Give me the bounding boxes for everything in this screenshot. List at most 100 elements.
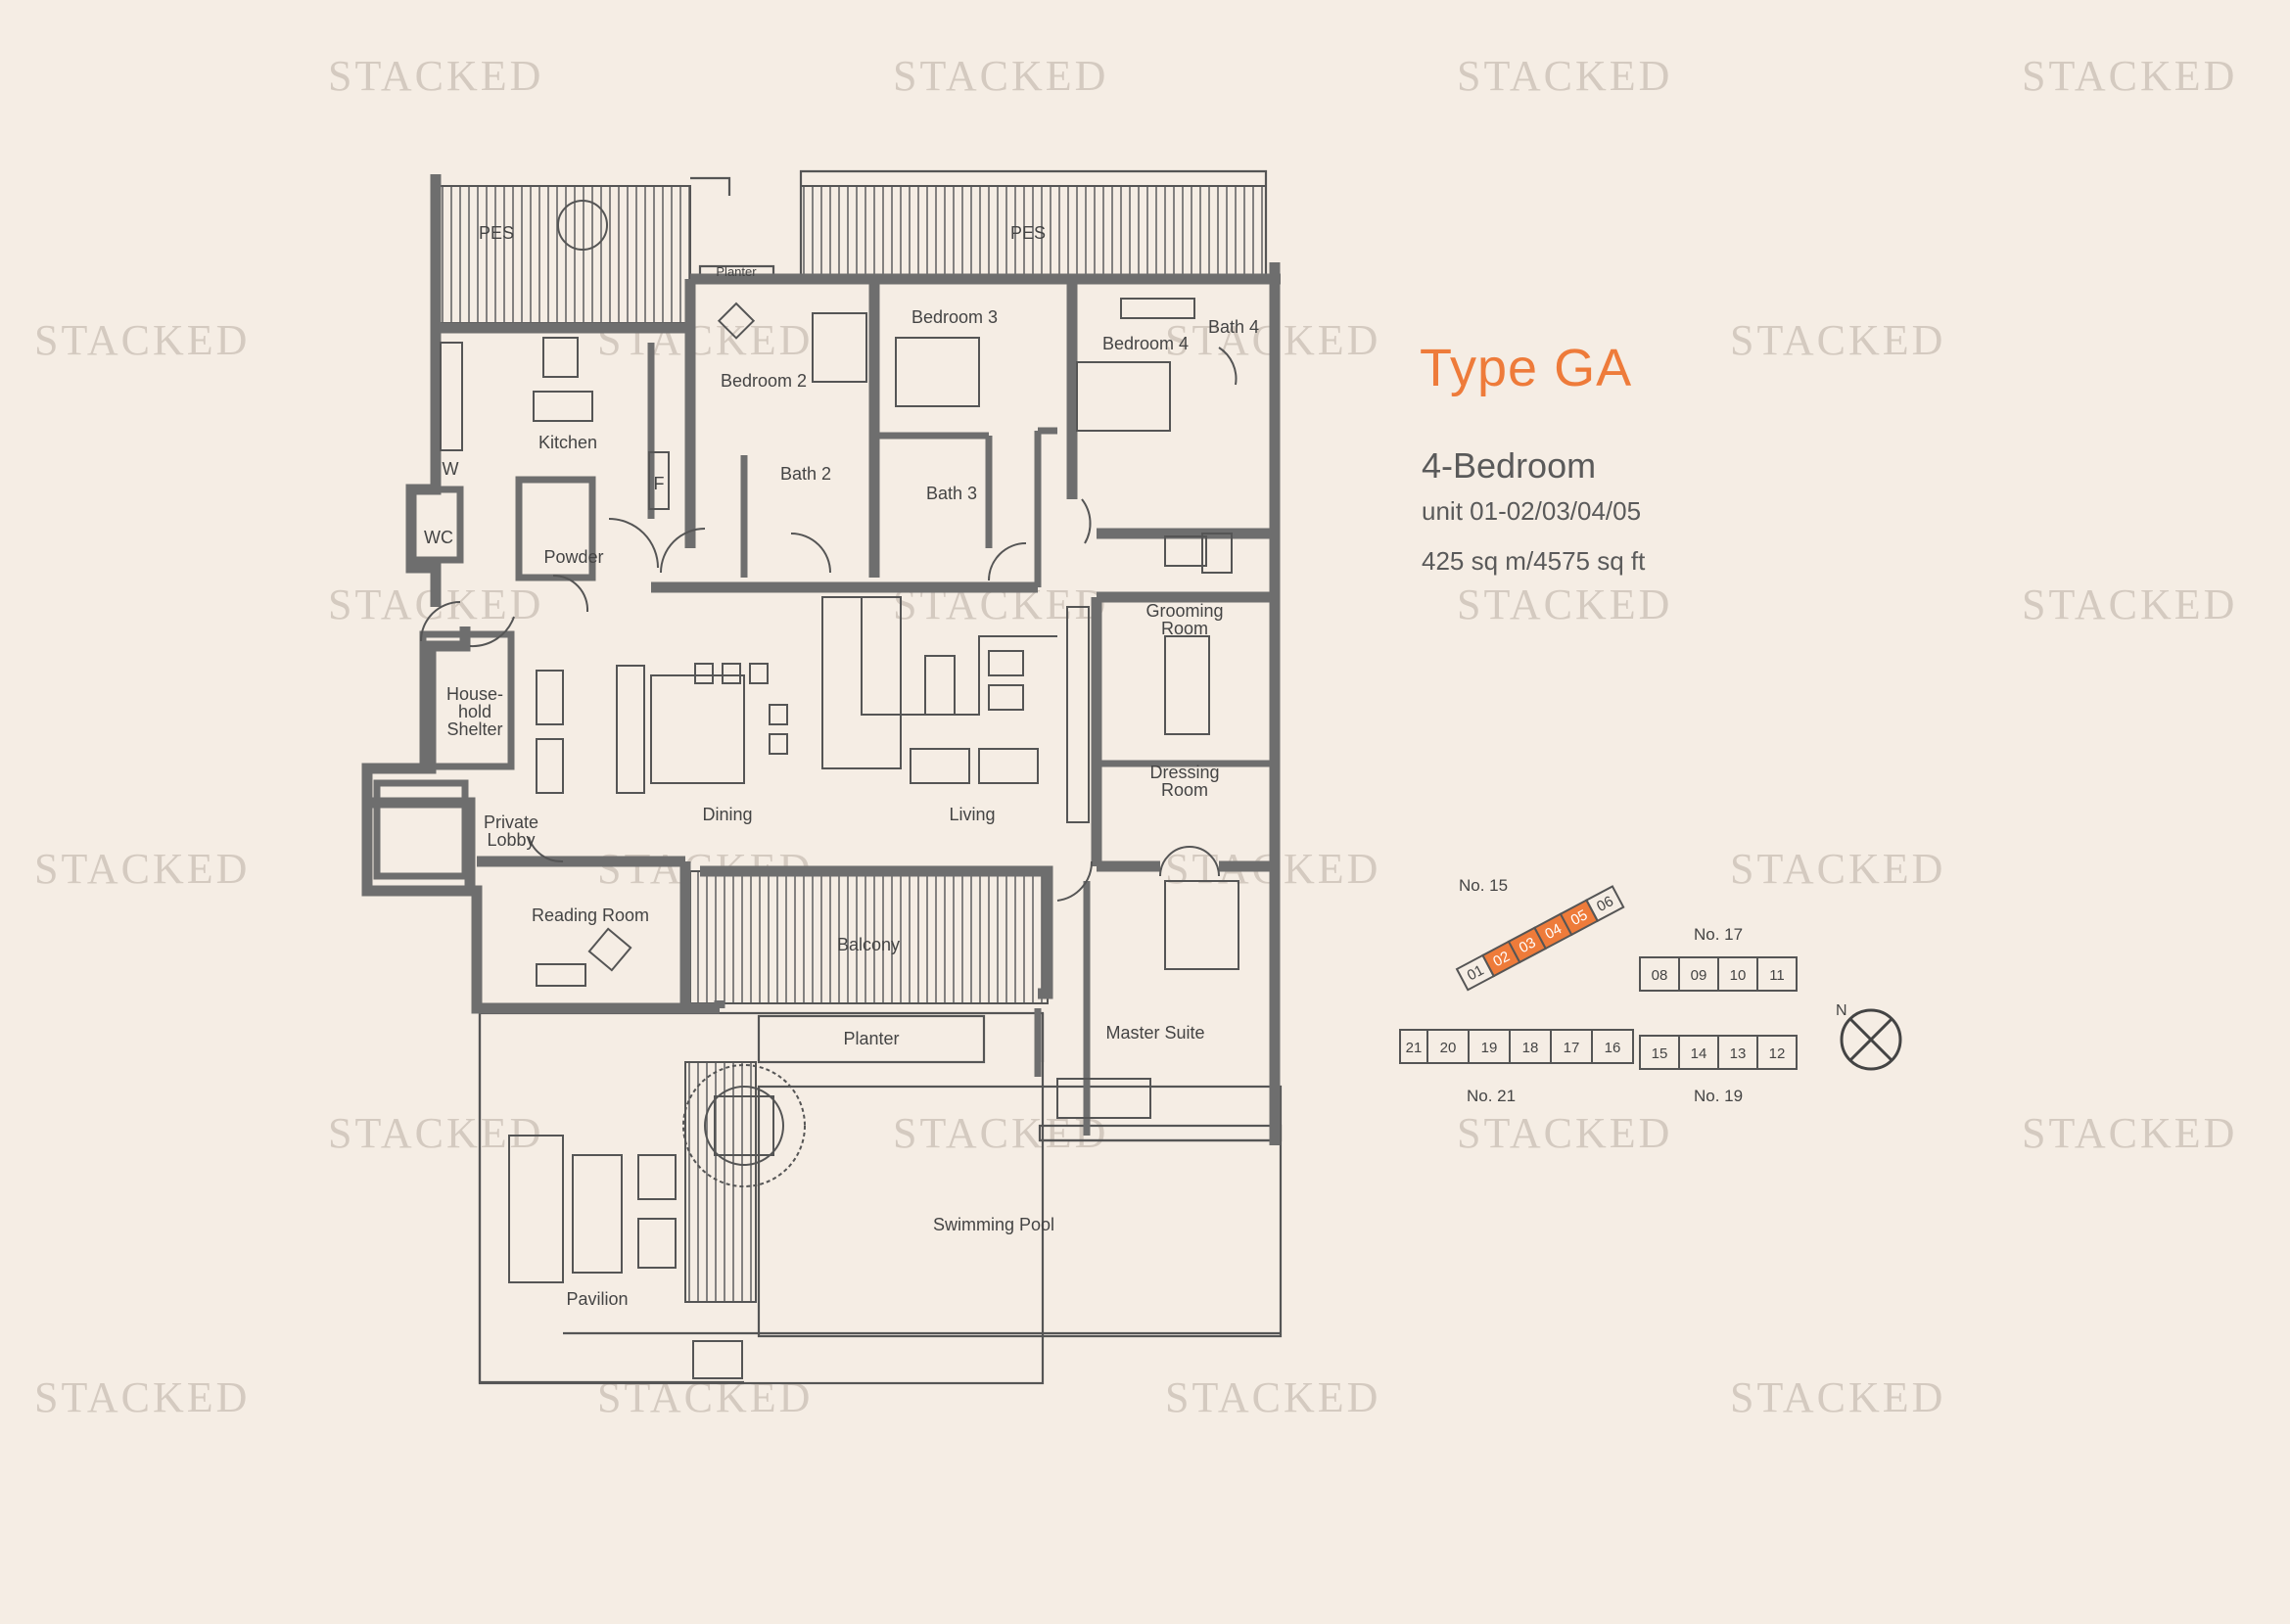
swimming-pool-label: Swimming Pool (933, 1215, 1054, 1234)
keyplan-unit-label: 05 (1568, 906, 1591, 929)
garden-grate (692, 1340, 743, 1379)
dressing-room-label-1: Dressing (1149, 763, 1219, 782)
lounge-chair (978, 748, 1039, 784)
watermark-text: STACKED (328, 1109, 543, 1157)
bedroom4-bed (1076, 361, 1171, 432)
bedroom4-label: Bedroom 4 (1102, 334, 1189, 353)
pes-rail (690, 176, 731, 196)
north-label: N (1836, 1002, 1847, 1019)
keyplan-unit-label: 01 (1465, 962, 1487, 985)
bath2-label: Bath 2 (780, 464, 831, 484)
keyplan-unit-label: 14 (1691, 1045, 1707, 1062)
entry-console (536, 738, 564, 794)
dressing-room-label-2: Room (1161, 780, 1208, 800)
master-suite-label: Master Suite (1105, 1023, 1204, 1043)
keyplan-unit-label: 21 (1406, 1040, 1423, 1056)
watermark-text: STACKED (2022, 580, 2237, 628)
keyplan-unit-label: 02 (1490, 948, 1513, 970)
keyplan-unit-label: 19 (1481, 1040, 1498, 1056)
keyplan-unit-label: 08 (1652, 967, 1668, 984)
private-lobby-label-1: Private (484, 812, 538, 832)
pes-right-deck (800, 185, 1267, 277)
pavilion-chair (637, 1218, 677, 1269)
planter-box (757, 1014, 986, 1064)
watermark-text: STACKED (1457, 1109, 1672, 1157)
swimming-pool (757, 1085, 1283, 1338)
watermark-text: STACKED (1730, 316, 1945, 364)
keyplan-unit-label: 13 (1730, 1045, 1747, 1062)
keyplan-unit-label: 20 (1440, 1040, 1457, 1056)
pavilion-chair (637, 1154, 677, 1200)
pool-ledge (1038, 1124, 1283, 1142)
block-outline (1399, 1029, 1634, 1064)
armchair (988, 684, 1024, 711)
bath4-toilet (1201, 533, 1233, 574)
door-bath4 (1218, 347, 1238, 386)
tree-planter (714, 1095, 774, 1156)
household-shelter-label-2: hold (458, 702, 491, 721)
reading-chair (587, 927, 632, 972)
unit-area: 425 sq m/4575 sq ft (1422, 546, 1646, 576)
block-no19: 15 14 13 12 (1639, 1035, 1798, 1070)
door-entry-a (420, 601, 461, 642)
private-lobby-label-2: Lobby (487, 830, 535, 850)
planter-label: Planter (843, 1029, 899, 1048)
secondary-walls (373, 343, 1275, 1136)
keyplan-block-no15: No. 15 (1459, 876, 1508, 895)
household-shelter-box (419, 630, 515, 770)
dining-chair (769, 704, 788, 725)
door-entry-b (469, 616, 515, 648)
watermark-text: STACKED (893, 52, 1108, 100)
watermark-text: STACKED (1165, 1373, 1380, 1421)
pavilion-label: Pavilion (566, 1289, 628, 1309)
pavilion-area (478, 1011, 1045, 1385)
door-swings (420, 347, 1238, 902)
wall-lift (367, 797, 476, 891)
balcony-label: Balcony (837, 935, 900, 954)
grooming-room-label-2: Room (1161, 619, 1208, 638)
watermark-text: STACKED (1457, 580, 1672, 628)
bathtub (1164, 635, 1210, 735)
reading-desk (536, 963, 586, 987)
door-lobby (528, 836, 564, 863)
dining-chair (722, 663, 741, 684)
keyplan-unit-label: 18 (1522, 1040, 1539, 1056)
watermark-text: STACKED (34, 845, 250, 893)
keyplan-unit-label: 09 (1691, 967, 1707, 984)
bedroom3-label: Bedroom 3 (911, 307, 998, 327)
key-plan: 01 02 03 04 05 06 No. 15 No. 17 No. 19 N… (1399, 876, 1902, 1105)
keyplan-block-no19: No. 19 (1694, 1087, 1743, 1105)
door-master (1056, 860, 1094, 902)
master-bed (1164, 880, 1239, 970)
household-shelter-label-1: House- (446, 684, 503, 704)
door-dressing-a (1159, 846, 1191, 877)
door-bedroom2 (660, 528, 706, 574)
watermark-layer: STACKED STACKED STACKED STACKED STACKED … (34, 52, 2237, 1421)
wc-room (405, 486, 464, 564)
watermark-text: STACKED (34, 316, 250, 364)
wc-label: WC (424, 528, 453, 547)
coffee-table (924, 655, 956, 716)
north-arrow-icon: N (1836, 1002, 1902, 1071)
dining-sideboard (616, 665, 645, 794)
living-cabinet (1066, 606, 1090, 823)
living-sofa (861, 597, 1057, 716)
keyplan-block-no17: No. 17 (1694, 925, 1743, 944)
dining-chair (694, 663, 714, 684)
bath3-label: Bath 3 (926, 484, 977, 503)
balcony-deck (689, 870, 1049, 1004)
unit-type-title: Type GA (1420, 339, 1633, 397)
household-shelter-label-3: Shelter (446, 719, 502, 739)
door-bed4 (1081, 498, 1092, 544)
powder-room (515, 476, 596, 581)
master-desk (1056, 1078, 1151, 1119)
pavilion-daybed (508, 1135, 564, 1283)
fridge-label: F (654, 474, 665, 493)
kitchen-label: Kitchen (538, 433, 597, 452)
keyplan-unit-label: 17 (1564, 1040, 1580, 1056)
entry-console (536, 670, 564, 725)
compass-ring (1840, 1008, 1902, 1071)
keyplan-unit-label: 04 (1542, 920, 1565, 943)
dining-chair (769, 733, 788, 755)
